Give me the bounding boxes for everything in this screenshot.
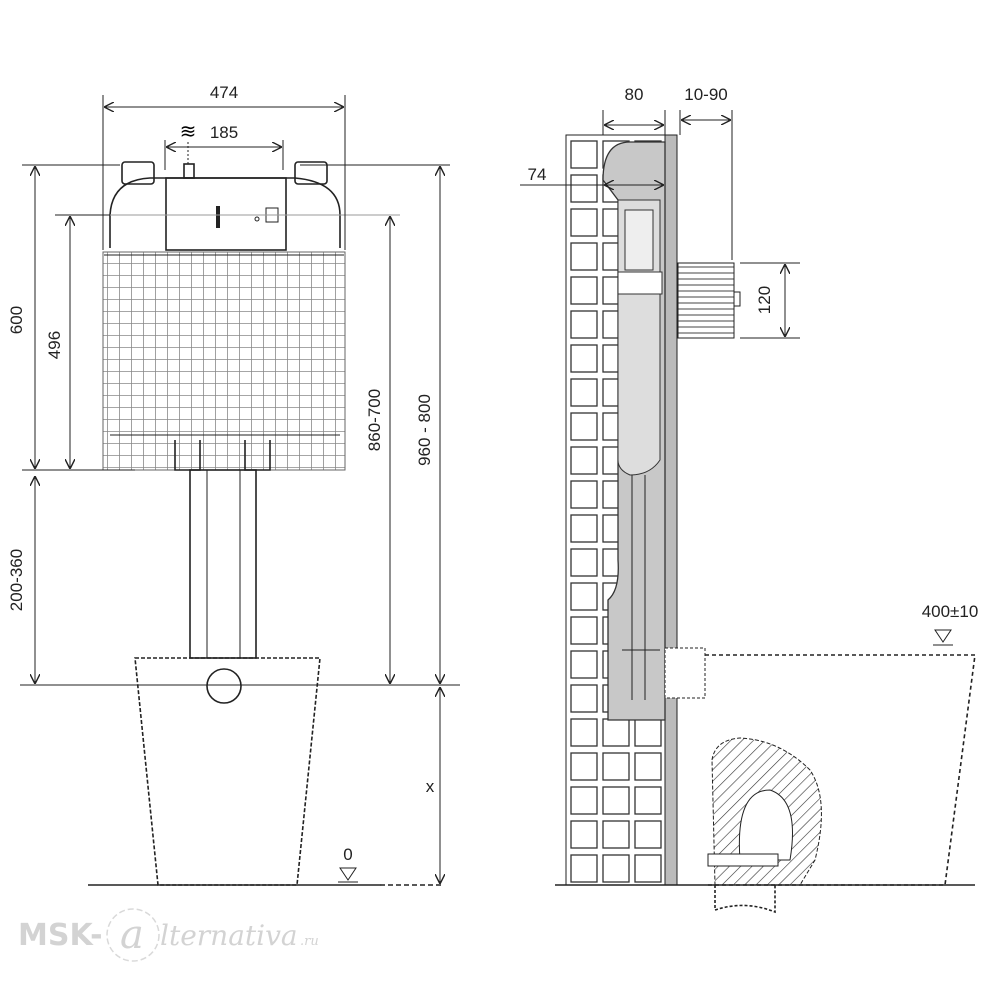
- brick: [602, 820, 630, 849]
- tank-center: [165, 177, 287, 251]
- brick: [602, 786, 630, 815]
- front-view: [20, 161, 460, 886]
- watermark-prefix: MSK-: [18, 918, 103, 953]
- dim-height-top: 960 - 800: [415, 394, 434, 466]
- brick: [570, 548, 598, 577]
- brick: [570, 854, 598, 883]
- toilet-bowl-front: [134, 657, 321, 886]
- flush-button-box: [677, 262, 735, 339]
- brick: [570, 684, 598, 713]
- brick: [570, 650, 598, 679]
- brick: [570, 276, 598, 305]
- dim-floor-x: x: [426, 777, 435, 796]
- brick: [570, 752, 598, 781]
- brick: [570, 582, 598, 611]
- dim-button-height: 120: [755, 286, 774, 314]
- level-triangle-icon: [933, 629, 953, 646]
- brick: [570, 242, 598, 271]
- watermark-tld: .ru: [300, 934, 319, 949]
- brick: [570, 718, 598, 747]
- dim-depth-frame: 80: [625, 85, 644, 104]
- dim-width-total: 474: [210, 83, 238, 102]
- dim-bowl-height: 400±10: [922, 602, 979, 621]
- side-dimensions: 80 10-90 74 120 400±10: [520, 85, 979, 646]
- support-legs: [189, 469, 257, 659]
- tank-housing: [109, 177, 341, 248]
- brick: [570, 140, 598, 169]
- brick: [634, 854, 662, 883]
- dim-height-button: 860-700: [365, 389, 384, 451]
- brick: [602, 752, 630, 781]
- brick: [570, 446, 598, 475]
- brick: [570, 820, 598, 849]
- dim-height-frame: 600: [7, 306, 26, 334]
- toilet-bowl-side: [705, 654, 976, 886]
- side-view: [555, 134, 976, 914]
- mesh-frame: [102, 251, 346, 471]
- brick: [570, 344, 598, 373]
- dim-width-flush: 185: [210, 123, 238, 142]
- level-triangle-icon: [338, 867, 358, 883]
- water-supply-icon: ≋: [180, 121, 197, 143]
- dim-height-legs: 200-360: [7, 549, 26, 611]
- front-dimensions: 474 185 ≋ 600 496 200-360 860-700 960 - …: [7, 83, 450, 883]
- brick: [570, 480, 598, 509]
- watermark-text: lternativa: [160, 919, 298, 952]
- brick: [634, 820, 662, 849]
- brick: [570, 208, 598, 237]
- dim-wall-finish: 10-90: [684, 85, 727, 104]
- brick: [570, 514, 598, 543]
- brick: [602, 718, 630, 747]
- brick: [570, 174, 598, 203]
- brick: [570, 786, 598, 815]
- brick: [602, 854, 630, 883]
- brick: [570, 412, 598, 441]
- brick: [570, 310, 598, 339]
- brick: [570, 378, 598, 407]
- brick: [570, 616, 598, 645]
- watermark: MSK- a lternativa .ru: [18, 908, 319, 962]
- brick: [634, 786, 662, 815]
- frame-plate: [664, 134, 678, 886]
- dim-height-mesh: 496: [45, 331, 64, 359]
- watermark-at: a: [120, 912, 144, 958]
- dim-depth-tank: 74: [528, 165, 547, 184]
- dim-floor-zero: 0: [343, 845, 352, 864]
- brick: [634, 752, 662, 781]
- brick: [634, 718, 662, 747]
